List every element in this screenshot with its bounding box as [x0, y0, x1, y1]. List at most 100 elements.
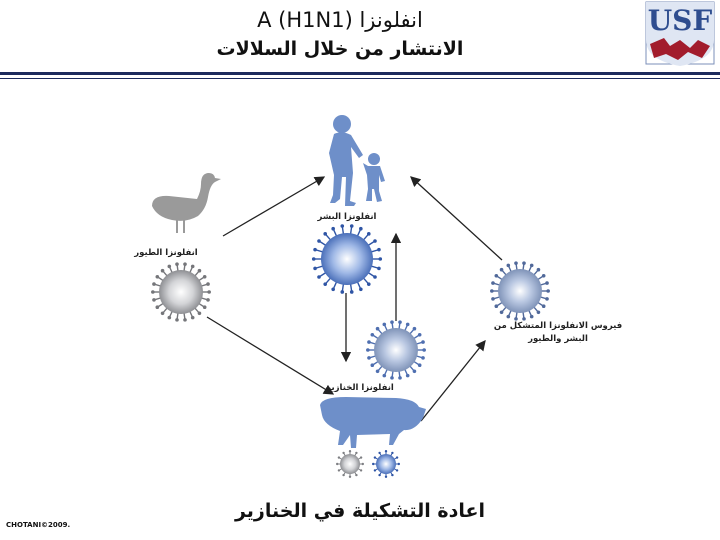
virus-spike-tip [391, 451, 394, 455]
duck-silhouette [152, 173, 221, 233]
slide-title: انفلونزا A (H1N1) [257, 8, 423, 32]
virus-spike-tip [373, 239, 377, 243]
slide-subtitle: الانتشار من خلال السلالات [216, 38, 464, 60]
virus-spike-tip [367, 340, 371, 344]
small-grey-virus [336, 450, 364, 478]
virus-spike-tip [197, 311, 202, 316]
adult-body [329, 132, 363, 206]
virus-spike-tip [366, 282, 371, 286]
virus-spike-tip [366, 232, 371, 236]
virus-spike-tip [152, 298, 156, 302]
virus-spike-tip [522, 261, 526, 265]
adult-head [333, 115, 351, 133]
virus-spike-tip [359, 226, 363, 231]
virus-spike-tip [384, 450, 388, 453]
virus-spike-tip [348, 475, 352, 478]
virus-body [374, 328, 418, 372]
virus-spike-tip [359, 469, 363, 472]
virus-spike-tip [395, 469, 399, 472]
duck-leg [176, 219, 178, 233]
virus-spike-tip [522, 317, 526, 321]
virus-spike-tip [337, 469, 341, 472]
virus-spike-tip [340, 224, 345, 228]
small-blue-virus [372, 450, 400, 478]
virus-body [321, 233, 373, 285]
virus-spike-tip [151, 290, 155, 294]
virus-spike-tip [382, 373, 387, 378]
logo-text: USF [648, 4, 713, 37]
virus-spike-tip [398, 320, 402, 324]
arrow-bird-to-human [222, 176, 326, 237]
virus-spike-tip [323, 282, 328, 286]
virus-body [340, 454, 360, 474]
virus-spike-tip [421, 356, 425, 360]
virus-spike-tip [499, 310, 504, 315]
virus-spike-tip [373, 275, 377, 279]
virus-spike-tip [313, 266, 317, 271]
virus-spike-tip [375, 326, 380, 331]
university-logo: USF [645, 1, 715, 66]
virus-spike-tip [405, 373, 410, 378]
virus-spike-tip [197, 268, 202, 273]
reassorted-virus-label: فيروس الانفلونزا المتشكل من البشر والطيو… [493, 321, 623, 344]
virus-spike-tip [336, 462, 339, 466]
virus-spike-tip [367, 356, 371, 360]
virus-spike-tip [349, 290, 354, 294]
bird-virus [151, 262, 211, 322]
virus-spike-tip [378, 451, 381, 455]
virus-spike-tip [397, 462, 400, 466]
virus-spike-tip [417, 332, 422, 337]
virus-spike-tip [390, 320, 394, 324]
duck-body [152, 173, 221, 221]
virus-spike-tip [536, 310, 541, 315]
virus-spike-tip [395, 456, 399, 459]
virus-spike-tip [384, 475, 388, 478]
virus-spike-tip [160, 311, 165, 316]
virus-spike-tip [494, 304, 499, 309]
virus-spike-tip [506, 263, 511, 268]
arrow-pig-to-reassorted [420, 339, 486, 422]
virus-spike-tip [514, 261, 518, 265]
virus-spike-tip [412, 326, 417, 331]
virus-spike-tip [361, 462, 364, 466]
virus-body [498, 269, 542, 313]
pig-silhouette [320, 397, 426, 448]
virus-spike-tip [390, 376, 394, 380]
virus-spike-tip [545, 297, 549, 301]
virus-spike-tip [529, 314, 534, 319]
virus-spike-tip [499, 267, 504, 272]
human-silhouette [329, 115, 385, 206]
virus-spike-tip [160, 268, 165, 273]
virus-spike-tip [422, 348, 426, 352]
virus-spike-tip [317, 239, 321, 243]
arrow-reassorted-to-human [410, 176, 503, 261]
virus-spike-tip [207, 290, 211, 294]
human-flu-label: انفلونزا البشر [317, 212, 377, 222]
virus-spike-tip [536, 267, 541, 272]
virus-spike-tip [183, 318, 187, 322]
virus-spike-tip [348, 450, 352, 453]
virus-spike-tip [545, 281, 549, 285]
virus-spike-tip [391, 473, 394, 477]
virus-spike-tip [175, 318, 179, 322]
arrow-bird-to-pig [206, 316, 335, 395]
virus-spike-tip [155, 274, 160, 279]
virus-spike-tip [349, 224, 354, 228]
virus-spike-tip [529, 263, 534, 268]
virus-spike-tip [378, 473, 381, 477]
virus-spike-tip [202, 305, 207, 310]
virus-spike-tip [382, 322, 387, 327]
copyright-notice: CHOTANI©2009. [6, 521, 71, 529]
virus-spike-tip [342, 451, 345, 455]
virus-spike-tip [417, 363, 422, 368]
virus-spike-tip [317, 275, 321, 279]
virus-spike-tip [366, 348, 370, 352]
virus-spike-tip [206, 282, 210, 286]
virus-spike-tip [490, 289, 494, 293]
virus-spike-tip [175, 262, 179, 266]
virus-spike-tip [311, 257, 316, 261]
virus-spike-tip [355, 451, 358, 455]
human-virus [311, 224, 383, 294]
virus-spike-tip [398, 376, 402, 380]
swine-flu-transmission-diagram [151, 115, 550, 478]
